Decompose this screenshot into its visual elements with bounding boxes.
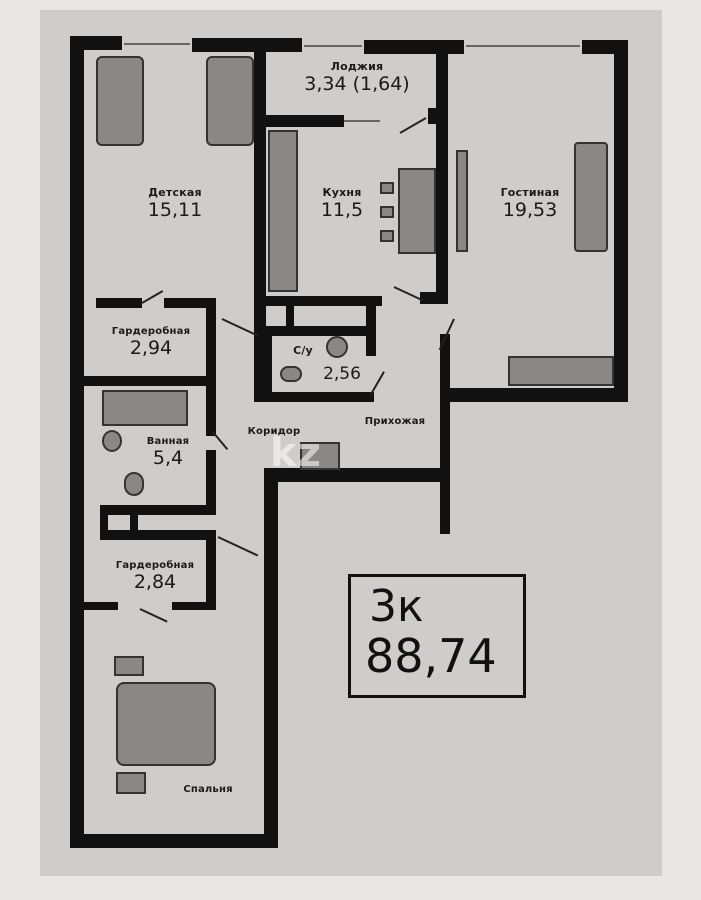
desk-icon [508,356,614,386]
wall [440,388,628,402]
room-wardrobe1: Гардеробная 2,94 [96,326,206,359]
wall [436,40,448,302]
chair-icon [380,230,394,242]
room-area: 2,84 [133,571,177,593]
wall [420,292,448,304]
room-loggia: Лоджия 3,34 (1,64) [282,60,432,95]
wall [366,296,376,356]
room-name: Гостиная [500,186,560,199]
wall [70,36,122,50]
room-count: 3к [369,581,424,632]
nightstand-icon [116,772,146,794]
sink-icon [102,430,122,452]
kitchen-counter-icon [268,130,298,292]
room-wc: С/у [278,344,328,357]
room-bedroom: Спальня [170,784,246,795]
room-name: Коридор [247,426,301,437]
shoe-rack-icon [300,442,340,470]
wall [264,472,278,848]
room-kitchen: Кухня 11,5 [302,186,382,221]
wall [254,326,370,336]
room-area: 15,11 [147,199,203,221]
bathtub-icon [102,390,188,426]
wall [96,298,142,308]
room-name: С/у [293,344,313,357]
toilet-icon [124,472,144,496]
room-corridor: Коридор [236,426,312,437]
room-name: Кухня [322,186,362,199]
wall [206,450,216,510]
room-name: Гардеробная [115,560,195,571]
wall [264,468,450,482]
window [124,43,190,45]
wall [100,505,216,515]
wall [440,334,450,534]
wall [254,40,266,402]
room-area: 3,34 (1,64) [304,73,410,95]
wall [164,298,216,308]
room-name: Прихожая [364,416,426,427]
wall [100,530,216,540]
window [466,45,580,47]
room-name: Гардеробная [111,326,191,337]
room-area: 2,56 [323,364,361,384]
dining-table-icon [398,168,436,254]
wall [130,508,138,536]
nightstand-icon [114,656,144,676]
room-kids: Детская 15,11 [120,186,230,221]
room-name: Детская [148,186,202,199]
wall [70,834,278,848]
wall [262,330,272,402]
wall [206,536,216,606]
room-area: 11,5 [320,199,364,221]
wall [614,40,628,402]
room-wc-area: 2,56 [312,364,372,384]
watermark: kz [270,430,322,476]
room-name: Ванная [146,436,190,447]
wall [364,40,464,54]
wall [70,36,84,848]
double-bed-icon [116,682,216,766]
wall [84,376,214,386]
toilet-icon [280,366,302,382]
room-name: Спальня [183,784,233,795]
wall [286,300,294,332]
room-area: 19,53 [502,199,558,221]
wall [172,602,216,610]
tv-stand-icon [456,150,468,252]
wall [100,508,108,536]
bed-icon [96,56,144,146]
wall [262,392,374,402]
room-hall: Прихожая [352,416,438,427]
wall [206,298,216,436]
wall [254,296,382,306]
wall [192,38,302,52]
window [344,120,380,122]
room-wardrobe2: Гардеробная 2,84 [100,560,210,593]
room-bath: Ванная 5,4 [138,436,198,469]
window [304,45,362,47]
room-area: 2,94 [129,337,173,359]
chair-icon [380,206,394,218]
wall [84,602,118,610]
sofa-icon [574,142,608,252]
chair-icon [380,182,394,194]
sink-icon [326,336,348,358]
room-living: Гостиная 19,53 [480,186,580,221]
room-name: Лоджия [330,60,384,73]
wall [254,115,344,127]
bed-icon [206,56,254,146]
total-area: 88,74 [365,629,497,683]
room-area: 5,4 [152,447,184,469]
apartment-summary-box: 3к 88,74 [348,574,526,698]
